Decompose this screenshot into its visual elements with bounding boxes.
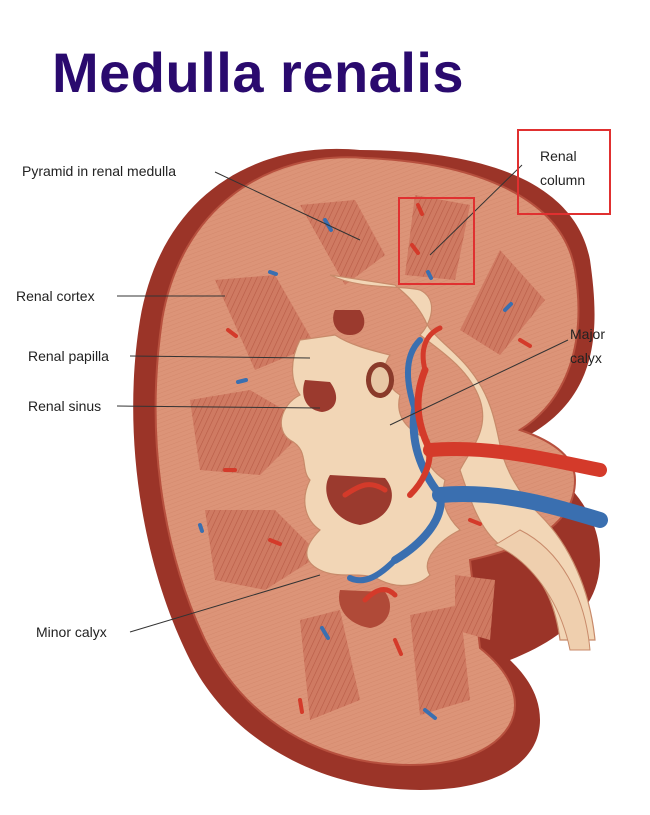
cortical-vessels bbox=[198, 203, 532, 720]
pyramid bbox=[190, 390, 310, 475]
pyramid bbox=[205, 510, 320, 590]
renal-column-highlight-box bbox=[398, 197, 475, 285]
renal-column-label-box bbox=[517, 129, 611, 215]
pyramid bbox=[405, 195, 470, 280]
label-major-calyx-2: calyx bbox=[570, 350, 602, 366]
label-renal-sinus: Renal sinus bbox=[28, 398, 102, 414]
renal-artery bbox=[342, 325, 607, 603]
label-pyramid: Pyramid in renal medulla bbox=[22, 163, 177, 179]
page-title: Medulla renalis bbox=[52, 41, 465, 104]
label-minor-calyx: Minor calyx bbox=[36, 624, 107, 640]
label-renal-column-1: Renal bbox=[540, 148, 577, 164]
label-renal-column-2: column bbox=[540, 172, 586, 188]
minor-calyx-cup bbox=[339, 590, 390, 628]
pyramid bbox=[300, 610, 360, 720]
renal-pyramids bbox=[190, 195, 545, 720]
pyramid bbox=[460, 250, 545, 355]
minor-calyx-cup bbox=[333, 310, 365, 335]
leader-lines bbox=[116, 164, 569, 633]
label-major-calyx-1: Major bbox=[570, 326, 606, 342]
pyramid bbox=[455, 575, 495, 640]
renal-vein bbox=[347, 337, 608, 584]
label-renal-cortex: Renal cortex bbox=[16, 288, 95, 304]
label-renal-papilla: Renal papilla bbox=[28, 348, 109, 364]
minor-calyx-cup bbox=[303, 380, 337, 412]
pyramid bbox=[410, 605, 470, 715]
ureter bbox=[493, 529, 591, 651]
pyramid bbox=[215, 275, 315, 370]
pyramid bbox=[300, 200, 385, 285]
